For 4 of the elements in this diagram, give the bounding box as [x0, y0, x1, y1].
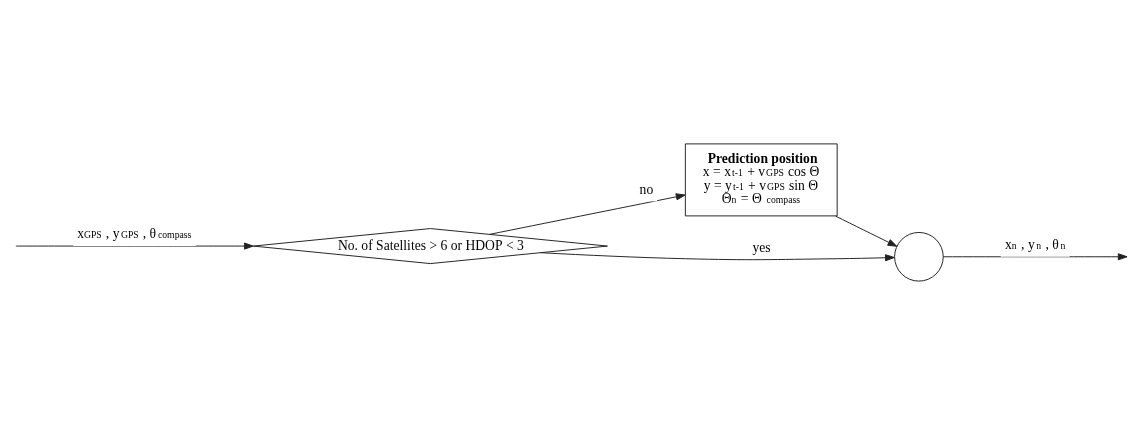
edge-label: xn , yn , θn — [1005, 236, 1066, 252]
edge-label: xGPS , yGPS , θcompass — [77, 225, 192, 241]
edge-label: yes — [752, 239, 771, 255]
edge-label: no — [639, 181, 654, 197]
